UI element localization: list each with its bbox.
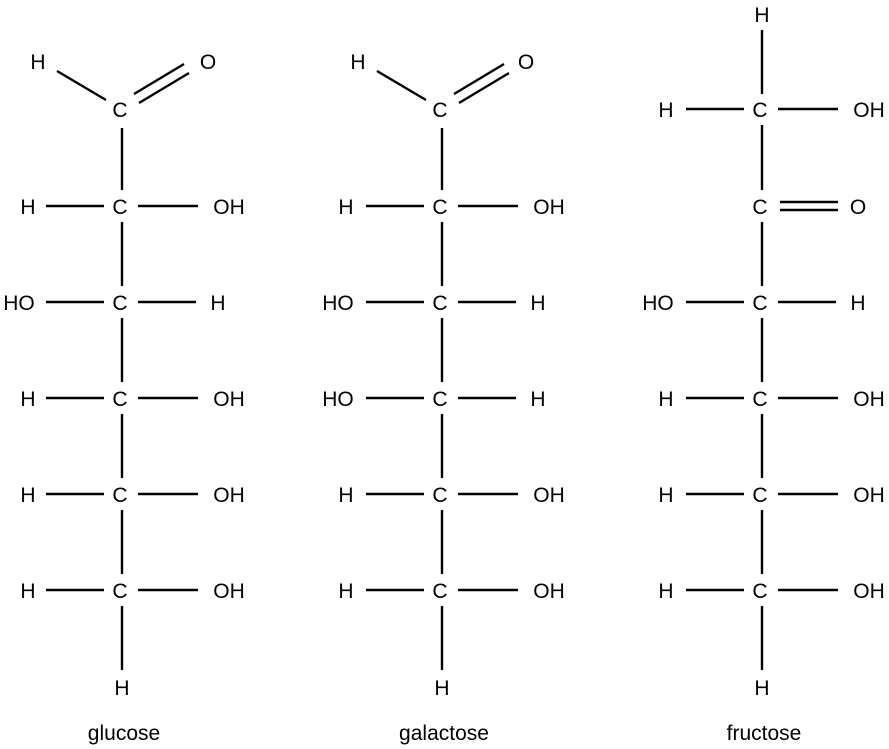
aldehyde-oxygen: O xyxy=(518,51,534,74)
substituent-left: H xyxy=(338,196,353,219)
molecule-name: fructose xyxy=(727,722,802,745)
substituent-left: HO xyxy=(642,292,674,315)
substituent-right: OH xyxy=(533,484,565,507)
substituent-left: H xyxy=(20,388,35,411)
bottom-hydrogen: H xyxy=(434,677,449,700)
carbon-6: C xyxy=(112,580,127,603)
carbon-1: C xyxy=(112,99,127,122)
carbon-4: C xyxy=(752,388,767,411)
carbon-2: C xyxy=(432,196,447,219)
molecule-fructose: H H C OH C O HO C H H C OH H C OH xyxy=(642,4,885,745)
substituent-left: H xyxy=(20,196,35,219)
carbon-1: C xyxy=(432,99,447,122)
substituent-right: H xyxy=(210,292,225,315)
aldehyde-oxygen: O xyxy=(200,51,216,74)
substituent-right: OH xyxy=(533,196,565,219)
carbon-6: C xyxy=(752,580,767,603)
substituent-right: OH xyxy=(853,580,885,603)
substituent-left: HO xyxy=(3,292,35,315)
aldehyde-double-bond-1 xyxy=(133,62,185,96)
molecule-name: galactose xyxy=(399,722,489,745)
carbon-5: C xyxy=(432,484,447,507)
aldehyde-double-bond-2 xyxy=(458,71,510,105)
substituent-left: H xyxy=(658,388,673,411)
aldehyde-double-bond-2 xyxy=(138,71,190,105)
substituent-left: H xyxy=(20,484,35,507)
substituent-left: H xyxy=(20,580,35,603)
substituent-right: OH xyxy=(213,388,245,411)
bottom-hydrogen: H xyxy=(114,677,129,700)
bottom-hydrogen: H xyxy=(754,677,769,700)
carbon-6: C xyxy=(432,580,447,603)
carbon-3: C xyxy=(752,292,767,315)
aldehyde-hydrogen: H xyxy=(350,51,365,74)
carbon-4: C xyxy=(112,388,127,411)
substituent-right: OH xyxy=(853,484,885,507)
substituent-right: H xyxy=(850,292,865,315)
substituent-right: OH xyxy=(213,580,245,603)
molecule-glucose: H O C H C OH HO C H H C OH H C OH xyxy=(3,51,245,745)
substituent-right: OH xyxy=(533,580,565,603)
substituent-right: OH xyxy=(213,484,245,507)
aldehyde-h-bond xyxy=(56,69,107,102)
substituent-left: H xyxy=(658,99,673,122)
substituent-right: OH xyxy=(853,388,885,411)
aldehyde-double-bond-1 xyxy=(453,62,505,96)
carbon-5: C xyxy=(112,484,127,507)
carbon-1: C xyxy=(752,99,767,122)
substituent-right: OH xyxy=(853,99,885,122)
ketone-oxygen: O xyxy=(850,196,866,219)
substituent-left: HO xyxy=(322,388,354,411)
substituent-left: HO xyxy=(322,292,354,315)
substituent-right: H xyxy=(530,388,545,411)
carbon-3: C xyxy=(112,292,127,315)
carbon-2: C xyxy=(752,196,767,219)
substituent-right: H xyxy=(530,292,545,315)
substituent-left: H xyxy=(658,580,673,603)
substituent-right: OH xyxy=(213,196,245,219)
carbon-4: C xyxy=(432,388,447,411)
aldehyde-hydrogen: H xyxy=(30,51,45,74)
aldehyde-h-bond xyxy=(376,69,427,102)
molecule-galactose: H O C H C OH HO C H HO C H H C OH xyxy=(322,51,565,745)
top-hydrogen: H xyxy=(754,4,769,27)
molecule-name: glucose xyxy=(88,722,160,745)
substituent-left: H xyxy=(658,484,673,507)
carbon-5: C xyxy=(752,484,767,507)
substituent-left: H xyxy=(338,484,353,507)
carbon-2: C xyxy=(112,196,127,219)
carbon-3: C xyxy=(432,292,447,315)
substituent-left: H xyxy=(338,580,353,603)
